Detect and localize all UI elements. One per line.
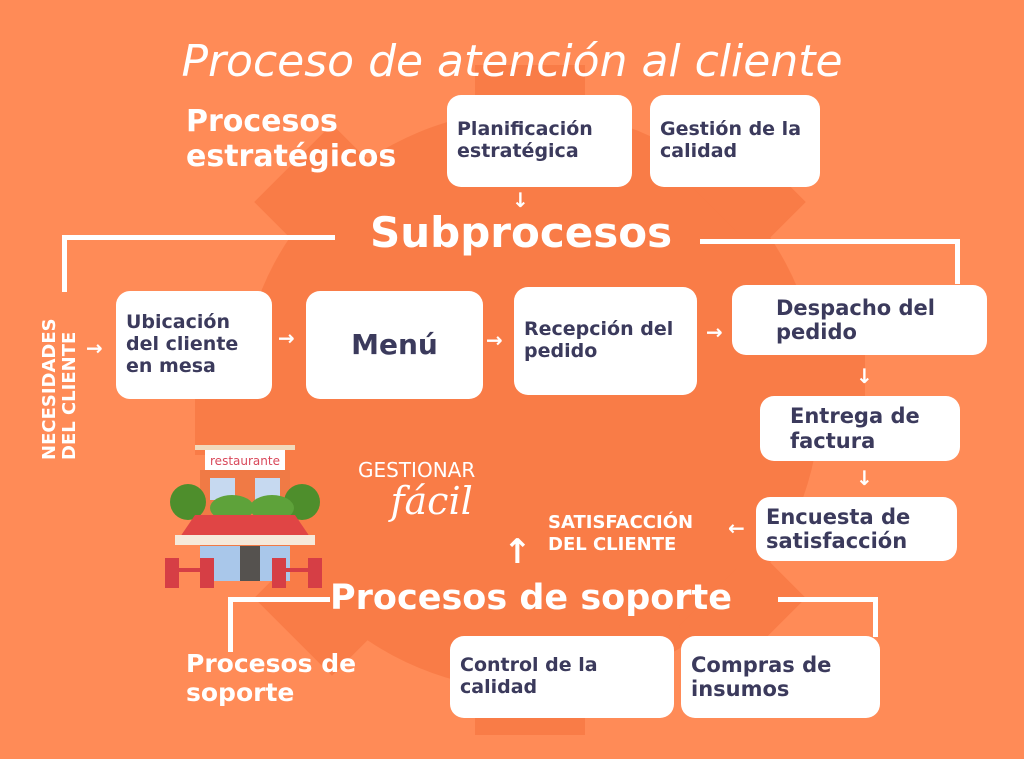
arrow-right-icon: →	[486, 328, 503, 352]
logo: GESTIONAR fácil	[358, 458, 476, 523]
step-despacho: Despacho del pedido	[732, 285, 987, 355]
arrow-right-icon: →	[706, 320, 723, 344]
subprocesses-title: Subprocesos	[370, 208, 673, 257]
page-title: Proceso de atención al cliente	[181, 36, 843, 87]
svg-text:restaurante: restaurante	[210, 454, 280, 468]
step-encuesta: Encuesta de satisfacción	[756, 497, 957, 561]
support-title: Procesos de soporte	[330, 578, 733, 618]
arrow-up-icon: ↑	[503, 532, 532, 572]
box-control-calidad: Control de la calidad	[450, 636, 674, 718]
arrow-down-icon: ↓	[512, 188, 529, 212]
arrow-left-icon: ←	[728, 516, 745, 540]
step-recepcion: Recepción del pedido	[514, 287, 697, 395]
arrow-right-icon: →	[86, 336, 103, 360]
support-label: Procesos de soporte	[186, 649, 357, 707]
box-planificacion: Planificación estratégica	[447, 95, 632, 187]
arrow-down-icon: ↓	[856, 466, 873, 490]
step-ubicacion: Ubicación del cliente en mesa	[116, 291, 272, 399]
step-menu: Menú	[306, 291, 483, 399]
arrow-down-icon: ↓	[856, 364, 873, 388]
step-entrega: Entrega de factura	[760, 396, 960, 461]
box-gestion-calidad: Gestión de la calidad	[650, 95, 820, 187]
arrow-right-icon: →	[278, 326, 295, 350]
box-compras-insumos: Compras de insumos	[681, 636, 880, 718]
restaurant-illustration-icon: restaurante	[165, 445, 322, 588]
strategic-label: Procesos estratégicos	[186, 104, 397, 174]
